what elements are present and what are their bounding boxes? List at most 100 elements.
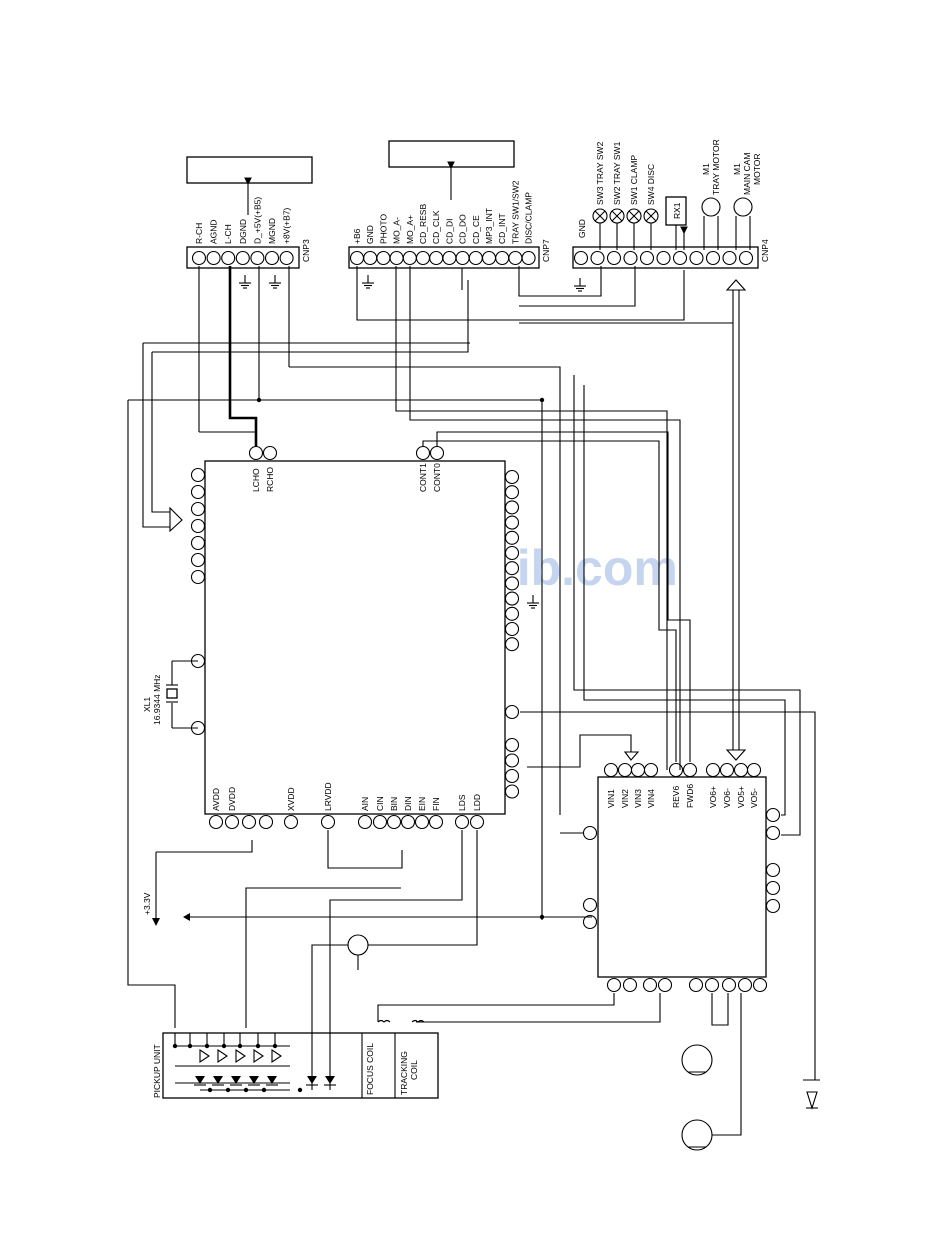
tray-motor-ref: M1 <box>701 163 711 175</box>
main-ic-left-pin <box>190 535 206 551</box>
main-ic-bottom-label: AVDD <box>211 788 221 811</box>
cnp7-pin-label: GND <box>365 225 375 244</box>
cam-motor-ref: M1 <box>732 163 742 175</box>
driver-ic-top-pin <box>733 762 749 778</box>
main-ic-bottom-label: LDS <box>457 794 467 811</box>
amplifier-icon <box>235 1048 246 1064</box>
cnp4-pin <box>689 250 704 266</box>
ground-symbols <box>239 275 586 609</box>
cnp7-pin-label: CD_DI <box>444 218 454 244</box>
wire <box>151 352 170 513</box>
main-ic-right-pin <box>504 530 520 545</box>
cnp3-pin-label: DGND <box>238 219 248 244</box>
wire <box>527 734 632 768</box>
wire <box>594 210 606 222</box>
photodiode-icon <box>231 1076 241 1084</box>
cnp3-pin <box>221 250 236 266</box>
main-ic-left-pin <box>190 552 206 568</box>
main-ic-bottom-label: BIN <box>389 797 399 811</box>
top-block-middle <box>388 140 515 168</box>
transistor-icon <box>347 934 369 956</box>
bus-arrow-icon <box>623 751 640 761</box>
cnp7-pin-label: CD_DO <box>458 214 468 244</box>
driver-ic-top-label: VIN3 <box>633 789 643 808</box>
main-ic-bottom-pin <box>224 814 240 830</box>
cnp3-pin <box>279 250 294 266</box>
wire <box>245 887 401 1028</box>
cnp4-name: CNP4 <box>760 239 770 262</box>
amplifier-icon <box>253 1048 264 1064</box>
tracking-coil-label-2: COIL <box>409 1060 419 1080</box>
junction-dot <box>187 1043 193 1049</box>
cnp4-pin <box>722 250 737 266</box>
cnp7-pin <box>415 250 431 266</box>
driver-ic-top-label: VO5+ <box>736 786 746 808</box>
main-ic-bottom-pin <box>428 814 444 830</box>
driver-ic-bottom-pin <box>657 977 673 993</box>
cnp7-pin-label: PHOTO <box>378 214 388 244</box>
driver-ic-top-pin <box>630 762 646 778</box>
cnp4-pin <box>573 250 589 266</box>
main-ic-right-pin <box>504 637 520 652</box>
main-ic-right-pin <box>504 515 520 530</box>
cnp7-pin <box>402 250 417 266</box>
wire <box>611 210 623 222</box>
cnp7-pin <box>363 250 378 266</box>
main-ic-bottom-pin <box>454 814 470 830</box>
main-ic-top-label: CONT1 <box>418 463 428 492</box>
driver-ic-top-pin <box>682 762 698 778</box>
wire <box>329 830 463 1033</box>
main-ic-bottom-pin <box>258 814 274 830</box>
driver-ic-top-label: VIN1 <box>606 789 616 808</box>
main-ic-right-pin <box>504 737 520 753</box>
main-ic-right-pin <box>504 704 520 720</box>
main-ic-right-pin <box>504 485 520 500</box>
cnp3-pin-label: MGND <box>267 218 277 244</box>
rx1-label: RX1 <box>672 202 682 219</box>
main-ic-right-pin <box>504 784 520 799</box>
driver-ic-left-pin <box>582 897 598 913</box>
driver-ic-left-pin <box>582 825 598 841</box>
driver-ic-top-label: VO6- <box>722 788 732 808</box>
junction-dot <box>237 1043 243 1049</box>
driver-ic-bottom-pin <box>606 977 622 993</box>
main-ic-top-pin <box>248 445 264 461</box>
tray-motor-icon <box>701 197 721 217</box>
wire <box>436 431 691 762</box>
spindle-motor-icon <box>681 1044 713 1076</box>
wire <box>519 266 636 307</box>
cnp4-pin <box>623 250 638 266</box>
cnp3-pin-label: R-CH <box>194 223 204 244</box>
amplifier-icon <box>271 1048 282 1064</box>
main-ic-left-pin <box>190 518 206 534</box>
driver-ic-bottom-pin <box>688 977 704 993</box>
main-ic-bottom-pin <box>357 814 373 830</box>
main-ic-left-pin <box>190 467 206 483</box>
driver-ic-top-pin <box>705 762 721 778</box>
driver-ic-right-pin <box>765 898 781 914</box>
driver-ic-right-pin <box>765 880 781 896</box>
wire <box>152 280 469 353</box>
main-ic-bottom-label: EIN <box>417 797 427 811</box>
main-ic-top-label: LCHO <box>251 468 261 492</box>
switch-label: SW1 CLAMP <box>629 155 639 205</box>
wire <box>711 993 729 1026</box>
main-ic-bottom-label: AIN <box>360 797 370 811</box>
junction-dot <box>261 1087 267 1093</box>
main-ic-right-pin <box>504 606 520 621</box>
main-ic-bottom-pin <box>320 814 336 830</box>
cnp7-pin-label: TRAY SW1/SW2 <box>510 180 520 244</box>
cnp7-pin-label: +B6 <box>352 228 362 244</box>
cam-motor-label: MAIN CAM <box>742 153 752 196</box>
tracking-coil-label: TRACKING <box>399 1051 409 1095</box>
cnp7-pin <box>481 250 497 266</box>
main-ic-bottom-pin <box>241 814 257 830</box>
bus-arrow-icon <box>725 279 747 291</box>
driver-ic-top-label: VIN2 <box>620 789 630 808</box>
junction-dot <box>255 1043 261 1049</box>
wire <box>395 266 668 770</box>
